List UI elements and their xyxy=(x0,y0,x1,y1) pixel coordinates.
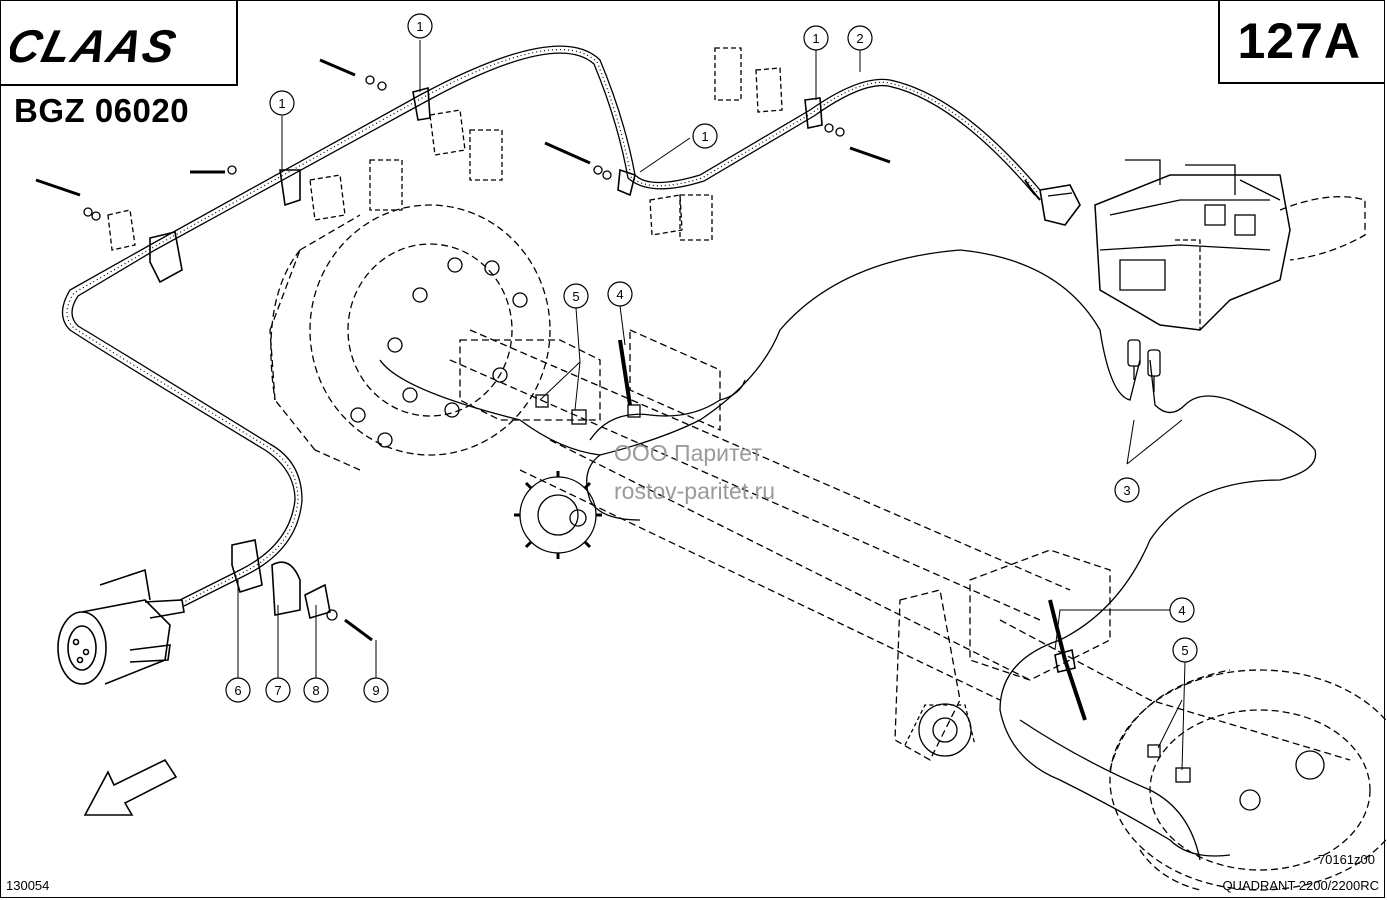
header-divider-right xyxy=(1218,82,1385,84)
trailer-socket xyxy=(57,568,185,685)
model-name: QUADRANT 2200/2200RC xyxy=(1222,878,1379,893)
callout-label: 1 xyxy=(278,96,285,111)
callout-label: 5 xyxy=(1181,643,1188,658)
direction-arrow-icon xyxy=(83,758,178,816)
callout-markers: 1 1 1 1 1 2 3 4 4 5 5 6 7 8 9 xyxy=(0,0,1198,703)
drawing-number: 70161z00 xyxy=(1317,852,1375,867)
callout-5a: 5 xyxy=(563,283,589,309)
callout-1a: 1 xyxy=(407,13,433,39)
right-gear-hub xyxy=(904,703,1325,811)
fasteners xyxy=(35,58,1191,783)
watermark-company: ООО Паритет xyxy=(614,440,762,466)
harness-connector xyxy=(1024,179,1081,226)
callout-9: 9 xyxy=(363,677,389,703)
header-divider-brand xyxy=(236,0,238,86)
callout-label: 1 xyxy=(812,31,819,46)
brand-logo: CLAAS xyxy=(10,22,183,68)
clamp-block-lower xyxy=(231,539,263,594)
callout-label: 4 xyxy=(1178,603,1185,618)
callout-label: 1 xyxy=(0,0,1,1)
callout-3: 3 xyxy=(1114,477,1140,503)
callout-label: 7 xyxy=(274,683,281,698)
hub-bolt-holes xyxy=(350,257,528,448)
callout-5b: 5 xyxy=(1172,637,1198,663)
callout-1b: 1 xyxy=(269,90,295,116)
callout-1d: 1 xyxy=(803,25,829,51)
callout-7: 7 xyxy=(265,677,291,703)
control-block xyxy=(1094,159,1366,331)
gear-sprocket xyxy=(514,471,602,559)
cable-harness xyxy=(61,45,1317,861)
right-frame xyxy=(969,549,1111,681)
brand-logo-text: CLAAS xyxy=(10,22,183,68)
callout-label: 1 xyxy=(416,19,423,34)
header-divider-left xyxy=(0,84,236,86)
callout-4b: 4 xyxy=(1169,597,1195,623)
callout-label: 1 xyxy=(701,129,708,144)
header-divider-page xyxy=(1218,0,1220,84)
sensor-plugs xyxy=(1127,339,1161,392)
callout-6: 6 xyxy=(225,677,251,703)
page-number: 127A xyxy=(1237,13,1361,69)
axle-assembly xyxy=(269,204,1387,891)
callout-label: 6 xyxy=(234,683,241,698)
callout-leaders xyxy=(237,40,1186,771)
callout-2: 2 xyxy=(847,25,873,51)
callout-label: 8 xyxy=(312,683,319,698)
callout-1c: 1 xyxy=(692,123,718,149)
callout-4a: 4 xyxy=(607,281,633,307)
left-hub-drum xyxy=(309,204,551,456)
callout-1e: 1 xyxy=(0,0,1139,490)
callout-8: 8 xyxy=(303,677,329,703)
right-wheel xyxy=(1109,669,1387,891)
callout-label: 5 xyxy=(572,289,579,304)
clamp-block-left xyxy=(149,231,183,284)
mounting-blocks xyxy=(107,47,783,251)
sheet-code: 130054 xyxy=(6,878,50,893)
group-code: BGZ 06020 xyxy=(14,92,190,129)
harness-clamps xyxy=(149,86,823,620)
callout-label: 2 xyxy=(856,31,863,46)
callout-label: 9 xyxy=(372,683,379,698)
watermark-site: rostov-paritet.ru xyxy=(614,478,776,504)
callout-label: 4 xyxy=(616,287,623,302)
callout-label: 3 xyxy=(1123,483,1130,498)
axle-beam xyxy=(449,329,1071,701)
